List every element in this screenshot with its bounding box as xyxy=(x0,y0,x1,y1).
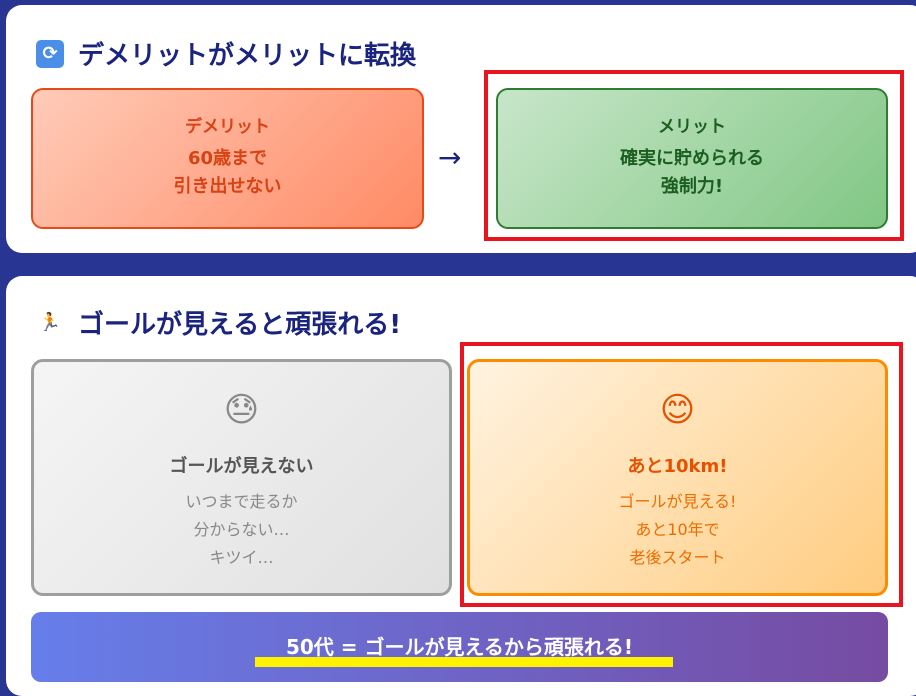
merit-label: メリット xyxy=(658,117,726,137)
conversion-card: ⟳ デメリットがメリットに転換 デメリット 60歳まで引き出せない → メリット… xyxy=(6,5,916,253)
no-goal-heading: ゴールが見えない xyxy=(169,456,314,477)
text-line: ゴールが見える! xyxy=(618,492,737,511)
section-title: 🏃 ゴールが見えると頑張れる! xyxy=(36,304,401,341)
title-text: ゴールが見えると頑張れる! xyxy=(78,310,402,340)
merit-line: 強制力! xyxy=(660,176,724,197)
goal-visible-box: 😊 あと10km! ゴールが見える! あと10年で老後スタート xyxy=(467,359,888,596)
text-line: 分からない… xyxy=(193,520,290,539)
highlight-box xyxy=(460,342,903,607)
arrow-right-icon: → xyxy=(438,141,462,174)
text-line: 老後スタート xyxy=(629,548,726,567)
smiling-face-icon: 😊 xyxy=(659,390,696,430)
section-title: ⟳ デメリットがメリットに転換 xyxy=(36,35,416,72)
title-text: デメリットがメリットに転換 xyxy=(78,41,417,71)
text-line: あと10年で xyxy=(635,520,720,539)
demerit-line: 60歳まで xyxy=(187,148,268,169)
text-line: いつまで走るか xyxy=(185,492,298,511)
demerit-box: デメリット 60歳まで引き出せない xyxy=(31,88,424,229)
yellow-underline xyxy=(255,657,673,667)
demerit-label: デメリット xyxy=(185,117,270,137)
sweat-face-icon: 😓 xyxy=(223,390,260,430)
text-line: キツイ… xyxy=(209,548,274,567)
sync-icon: ⟳ xyxy=(36,39,64,68)
no-goal-box: 😓 ゴールが見えない いつまで走るか分からない… キツイ… xyxy=(31,359,452,596)
highlight-box xyxy=(484,70,904,241)
goal-heading: あと10km! xyxy=(627,456,728,477)
merit-line: 確実に貯められる xyxy=(620,148,764,169)
runner-icon: 🏃 xyxy=(38,312,62,333)
demerit-line: 引き出せない xyxy=(173,176,282,197)
summary-banner: 50代 = ゴールが見えるから頑張れる! xyxy=(31,612,888,682)
merit-box: メリット 確実に貯められる強制力! xyxy=(496,88,888,229)
